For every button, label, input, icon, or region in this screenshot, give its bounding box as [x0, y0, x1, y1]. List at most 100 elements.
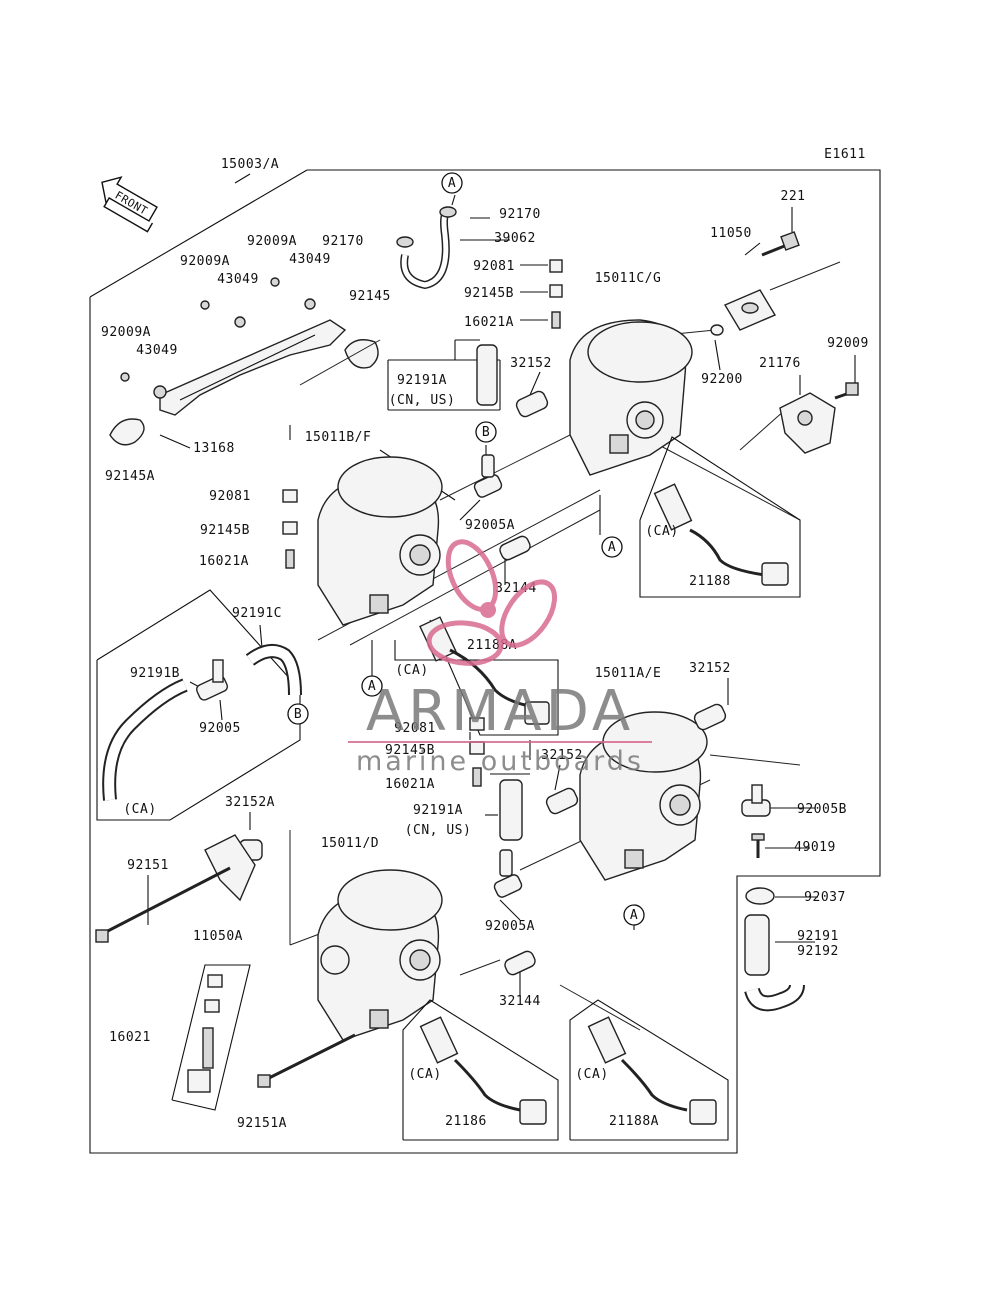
part-label-32144-low: 32144: [499, 994, 541, 1009]
screw-49019: [751, 833, 765, 858]
part-label-92170-top: 92170: [499, 207, 541, 222]
part-label-a-left: A: [368, 679, 376, 694]
front-arrow-icon: FRONT: [101, 176, 158, 233]
part-label-a-top: A: [448, 176, 456, 191]
linkage-11050a: [95, 834, 256, 943]
part-label-92145a: 92145A: [105, 469, 155, 484]
part-label-92009a-2: 92009A: [180, 254, 230, 269]
sensor-box-21186: [402, 999, 559, 1141]
part-label-221: 221: [781, 189, 806, 204]
lower-springs: [282, 489, 485, 787]
part-label-92192: 92192: [797, 944, 839, 959]
top-springs: [549, 259, 563, 329]
part-label-21176: 21176: [759, 356, 801, 371]
part-label-92081-top: 92081: [473, 259, 515, 274]
sleeve-32152-low: [545, 787, 579, 815]
part-label-49019: 49019: [794, 840, 836, 855]
part-label-92037: 92037: [804, 890, 846, 905]
part-label-32152-top: 32152: [510, 356, 552, 371]
fitting-92005b: [741, 784, 771, 817]
part-label-32152a: 32152A: [225, 795, 275, 810]
part-label-cn-us-low: (CN, US): [405, 823, 472, 838]
watermark-tagline: marine outboards: [356, 746, 644, 777]
part-label-16021: 16021: [109, 1030, 151, 1045]
bolt-221: [761, 231, 800, 257]
tube-92191a-lower: [499, 779, 523, 841]
sleeve-32152-upper: [515, 390, 549, 418]
part-label-92081-mid: 92081: [209, 489, 251, 504]
screw-92151a: [257, 1033, 356, 1088]
part-label-16021a-low: 16021A: [385, 777, 435, 792]
part-label-92191b: 92191B: [130, 666, 180, 681]
tube-92191-92192: [744, 914, 805, 1012]
part-label-92170-2: 92170: [322, 234, 364, 249]
part-label-92005b: 92005B: [797, 802, 847, 817]
part-label-a-low: A: [630, 908, 638, 923]
part-label-21188a-low: 21188A: [609, 1114, 659, 1129]
part-label-16021a-mid: 16021A: [199, 554, 249, 569]
part-label-92191: 92191: [797, 929, 839, 944]
part-label-43049-2: 43049: [217, 272, 259, 287]
joint-32144-lower: [504, 950, 536, 976]
part-label-92151: 92151: [127, 858, 169, 873]
part-label-92200: 92200: [701, 372, 743, 387]
part-label-13168: 13168: [193, 441, 235, 456]
part-label-ca-3: (CA): [123, 802, 156, 817]
part-label-11050a: 11050A: [193, 929, 243, 944]
callout-circles: [287, 172, 645, 926]
part-label-ca-5: (CA): [575, 1067, 608, 1082]
clip-92037: [745, 887, 775, 905]
hose-box-92191b: [96, 589, 302, 821]
part-label-92009: 92009: [827, 336, 869, 351]
throttle-sensor-21176: [779, 392, 836, 454]
part-label-92005: 92005: [199, 721, 241, 736]
part-label-15011bf: 15011B/F: [305, 430, 372, 445]
part-label-ca-4: (CA): [408, 1067, 441, 1082]
part-label-92005a-top: 92005A: [465, 518, 515, 533]
part-label-92005a-low: 92005A: [485, 919, 535, 934]
outer-frame: [89, 169, 881, 1154]
tee-92005a-upper: [473, 454, 503, 498]
sensor-box-21188a-low: [569, 999, 729, 1141]
part-label-21188-top: 21188: [689, 574, 731, 589]
part-label-92009a-1: 92009A: [247, 234, 297, 249]
part-label-92081-low: 92081: [394, 721, 436, 736]
part-label-15011cg: 15011C/G: [595, 271, 662, 286]
part-label-92145-1: 92145: [349, 289, 391, 304]
carburetor-15011cg: [569, 319, 693, 476]
part-label-32152-mid: 32152: [689, 661, 731, 676]
part-label-cn-us-top: (CN, US): [389, 393, 456, 408]
part-label-92191a-low: 92191A: [413, 803, 463, 818]
part-label-43049-3: 43049: [136, 343, 178, 358]
plate-11050: [710, 289, 777, 336]
armada-watermark: ARMADA marine outboards: [348, 539, 652, 777]
part-label-39062: 39062: [494, 231, 536, 246]
part-label-92191a-top: 92191A: [397, 373, 447, 388]
part-label-32152-low: 32152: [541, 748, 583, 763]
part-label-92191c: 92191C: [232, 606, 282, 621]
part-label-43049-1: 43049: [289, 252, 331, 267]
bolt-92009: [834, 382, 859, 400]
part-label-15011d: 15011/D: [321, 836, 379, 851]
part-label-15003a: 15003/A: [221, 157, 279, 172]
watermark-brand: ARMADA: [366, 679, 634, 744]
part-label-21186: 21186: [445, 1114, 487, 1129]
tube-92191a-upper: [476, 344, 498, 406]
part-label-ca-2: (CA): [395, 663, 428, 678]
carburetor-15011ae: [579, 711, 708, 881]
upper-hose: [396, 206, 457, 290]
part-label-92145b-mid: 92145B: [200, 523, 250, 538]
part-label-92145b-low: 92145B: [385, 743, 435, 758]
part-label-92009a-3: 92009A: [101, 325, 151, 340]
part-label-e1611: E1611: [824, 147, 866, 162]
part-label-a-mid: A: [608, 540, 616, 555]
part-label-11050: 11050: [710, 226, 752, 241]
part-label-b-left: B: [294, 707, 302, 722]
tee-92005a-lower: [493, 849, 523, 898]
propeller-logo-icon: [426, 539, 558, 666]
part-label-b-mid: B: [482, 425, 490, 440]
sensor-box-21188: [639, 436, 801, 598]
part-label-ca-1: (CA): [645, 524, 678, 539]
